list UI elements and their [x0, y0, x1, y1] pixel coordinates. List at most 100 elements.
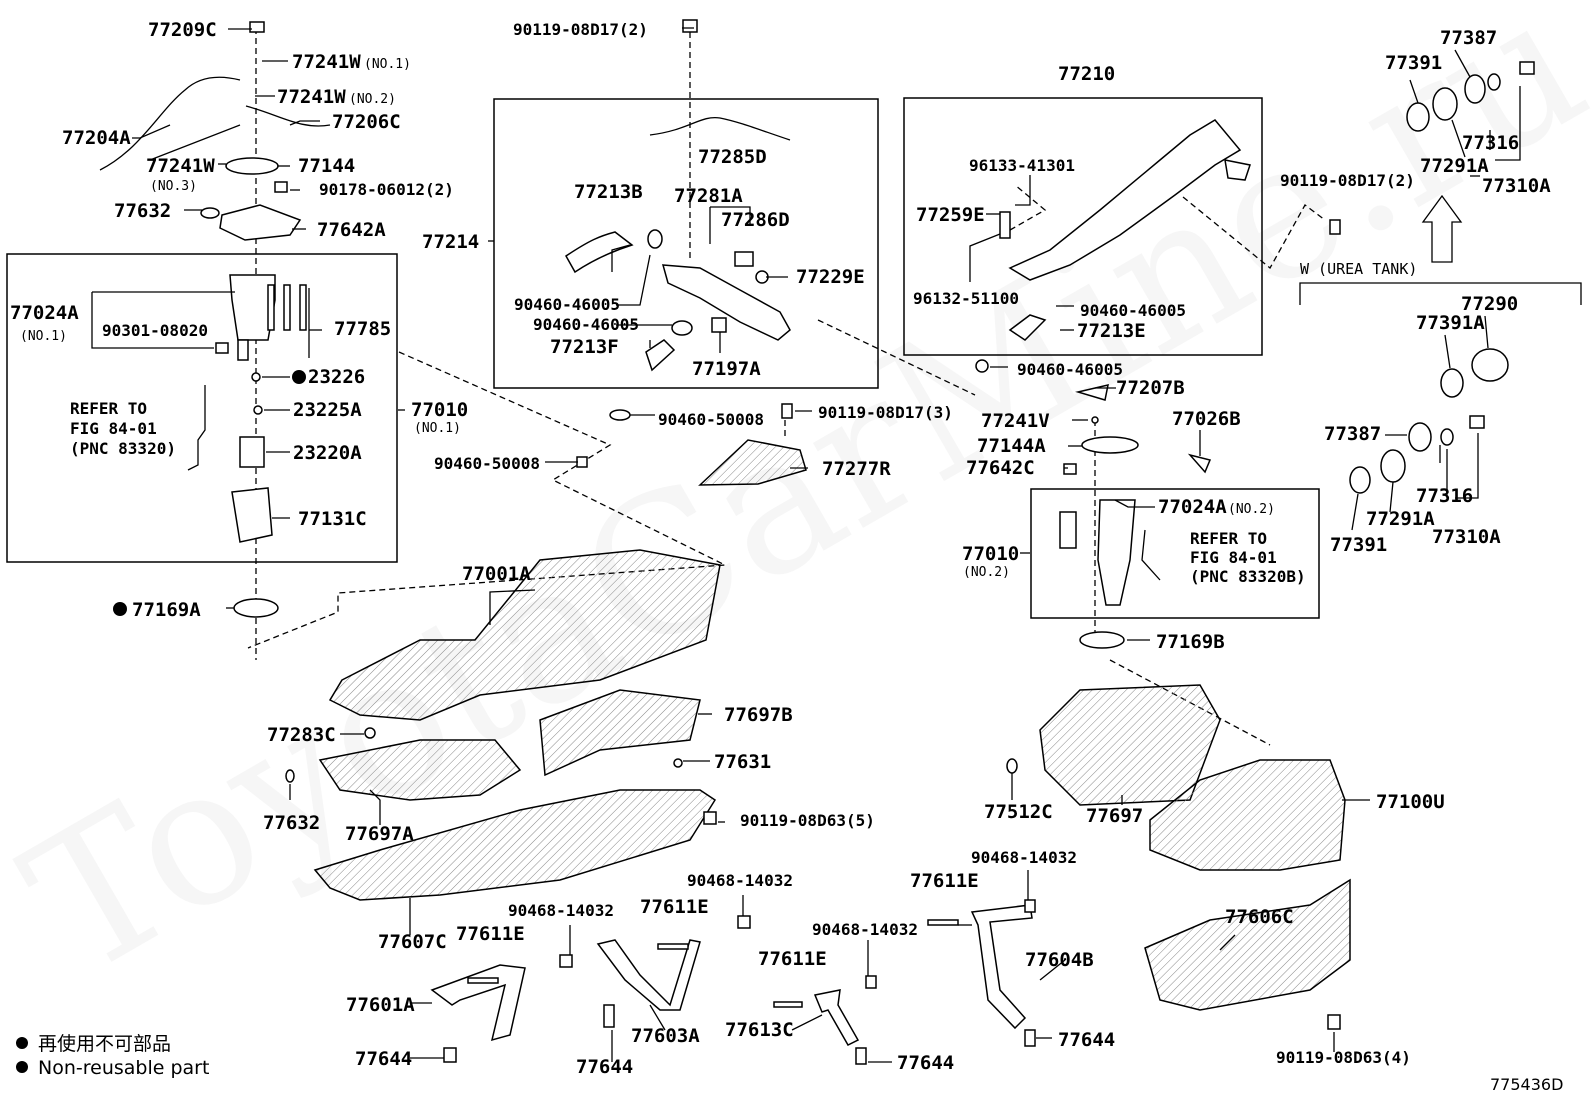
part-label-sub: (NO.2) — [1228, 502, 1275, 517]
nonreusable-marker-77169a — [113, 602, 127, 616]
part-label-77277r: 77277R — [822, 458, 891, 480]
part-label-sub: (NO.2) — [349, 92, 396, 107]
box-title-77010-no2: 77010 — [962, 543, 1019, 565]
part-label-90460-46005: 90460-46005 — [514, 295, 620, 314]
refer-note-no2-line1: REFER TO — [1190, 529, 1267, 548]
part-label-77213b: 77213B — [574, 181, 643, 203]
part-label-90468-14032: 90468-14032 — [687, 871, 793, 890]
legend-jp: 再使用不可部品 — [38, 1033, 171, 1055]
part-label-77213f: 77213F — [550, 336, 619, 358]
part-label-90119-08d17(2): 90119-08D17(2) — [513, 20, 648, 39]
part-label-77241v: 77241V — [981, 410, 1050, 432]
part-label-77286d: 77286D — [721, 209, 790, 231]
part-label-77644: 77644 — [355, 1048, 412, 1070]
part-label-77697a: 77697A — [345, 823, 414, 845]
part-label-77697b: 77697B — [724, 704, 793, 726]
part-label-sub: (NO.3) — [150, 179, 197, 194]
part-label-77207b: 77207B — [1116, 377, 1185, 399]
part-label-77391: 77391 — [1385, 52, 1442, 74]
part-label-77026b: 77026B — [1172, 408, 1241, 430]
box-title-77010-no1: 77010 — [411, 399, 468, 421]
part-label-77642c: 77642C — [966, 457, 1035, 479]
part-label-77512c: 77512C — [984, 801, 1053, 823]
part-label-90460-46005: 90460-46005 — [1080, 301, 1186, 320]
part-label-77642a: 77642A — [317, 219, 386, 241]
part-label-77601a: 77601A — [346, 994, 415, 1016]
part-label-77644: 77644 — [897, 1052, 954, 1074]
part-label-77209c: 77209C — [148, 19, 217, 41]
part-label-23220a: 23220A — [293, 442, 362, 464]
part-label-77632: 77632 — [263, 812, 320, 834]
nonreusable-marker-23226 — [292, 370, 306, 384]
part-label-96132-51100: 96132-51100 — [913, 289, 1019, 308]
part-label-90119-08d17(2): 90119-08D17(2) — [1280, 171, 1415, 190]
box-sub-77010-no1: (NO.1) — [414, 421, 461, 436]
part-label-77607c: 77607C — [378, 931, 447, 953]
part-label-23225a: 23225A — [293, 399, 362, 421]
part-label-77387: 77387 — [1324, 423, 1381, 445]
refer-note-no2-line3: (PNC 83320B) — [1190, 567, 1306, 586]
part-label-sub: (NO.1) — [20, 329, 67, 344]
part-label-77144: 77144 — [298, 155, 355, 177]
figure-id: 775436D — [1490, 1075, 1563, 1094]
refer-note-no2-line2: FIG 84-01 — [1190, 548, 1277, 567]
part-label-90301-08020: 90301-08020 — [102, 321, 208, 340]
legend-en: Non-reusable part — [38, 1057, 209, 1079]
part-label-77604b: 77604B — [1025, 949, 1094, 971]
part-label-77197a: 77197A — [692, 358, 761, 380]
part-label-77131c: 77131C — [298, 508, 367, 530]
part-label-77285d: 77285D — [698, 146, 767, 168]
part-label-77241w: 77241W — [146, 155, 215, 177]
part-label-90460-46005: 90460-46005 — [533, 315, 639, 334]
part-label-23226: 23226 — [308, 366, 365, 388]
part-label-90119-08d63(5): 90119-08D63(5) — [740, 811, 875, 830]
part-label-96133-41301: 96133-41301 — [969, 156, 1075, 175]
part-label-77611e: 77611E — [640, 896, 709, 918]
part-label-77281a: 77281A — [674, 185, 743, 207]
part-label-77229e: 77229E — [796, 266, 865, 288]
part-label-77144a: 77144A — [977, 435, 1046, 457]
part-label-77632: 77632 — [114, 200, 171, 222]
part-label-90468-14032: 90468-14032 — [508, 901, 614, 920]
part-label-77206c: 77206C — [332, 111, 401, 133]
part-label-77291a: 77291A — [1366, 508, 1435, 530]
part-label-77169a: 77169A — [132, 599, 201, 621]
part-label-77613c: 77613C — [725, 1019, 794, 1041]
part-label-77387: 77387 — [1440, 27, 1497, 49]
part-label-77024a: 77024A — [10, 302, 79, 324]
urea-bracket — [1299, 282, 1582, 305]
part-label-90460-50008: 90460-50008 — [434, 454, 540, 473]
part-label-77310a: 77310A — [1432, 526, 1501, 548]
part-label-77603a: 77603A — [631, 1025, 700, 1047]
part-label-77024a: 77024A — [1158, 496, 1227, 518]
part-label-77283c: 77283C — [267, 724, 336, 746]
part-label-sub: (NO.1) — [364, 57, 411, 72]
part-label-77316: 77316 — [1462, 132, 1519, 154]
part-label-77213e: 77213E — [1077, 320, 1146, 342]
part-label-77644: 77644 — [1058, 1029, 1115, 1051]
urea-tank-shield — [1039, 684, 1221, 806]
refer-note-no1-line1: REFER TO — [70, 399, 147, 418]
part-label-90460-50008: 90460-50008 — [658, 410, 764, 429]
urea-tank — [1149, 759, 1346, 871]
part-label-90119-08d17(3): 90119-08D17(3) — [818, 403, 953, 422]
part-label-77611e: 77611E — [456, 923, 525, 945]
part-label-77241w: 77241W — [292, 51, 361, 73]
part-label-77291a: 77291A — [1420, 155, 1489, 177]
part-label-90460-46005: 90460-46005 — [1017, 360, 1123, 379]
filler-pipe-box — [903, 97, 1263, 356]
legend-marker-icon-2 — [16, 1061, 28, 1073]
part-label-77697: 77697 — [1086, 805, 1143, 827]
pump-no2-box — [1030, 488, 1320, 619]
part-label-77316: 77316 — [1416, 485, 1473, 507]
up-arrow-icon — [1421, 194, 1463, 263]
part-label-77310a: 77310A — [1482, 175, 1551, 197]
part-label-77290: 77290 — [1461, 293, 1518, 315]
part-label-77001a: 77001A — [462, 563, 531, 585]
part-label-77241w: 77241W — [277, 86, 346, 108]
urea-tank-label: W (UREA TANK) — [1300, 260, 1417, 278]
refer-note-no1-line3: (PNC 83320) — [70, 439, 176, 458]
part-label-77644: 77644 — [576, 1056, 633, 1078]
legend-marker-icon — [16, 1037, 28, 1049]
part-label-77631: 77631 — [714, 751, 771, 773]
